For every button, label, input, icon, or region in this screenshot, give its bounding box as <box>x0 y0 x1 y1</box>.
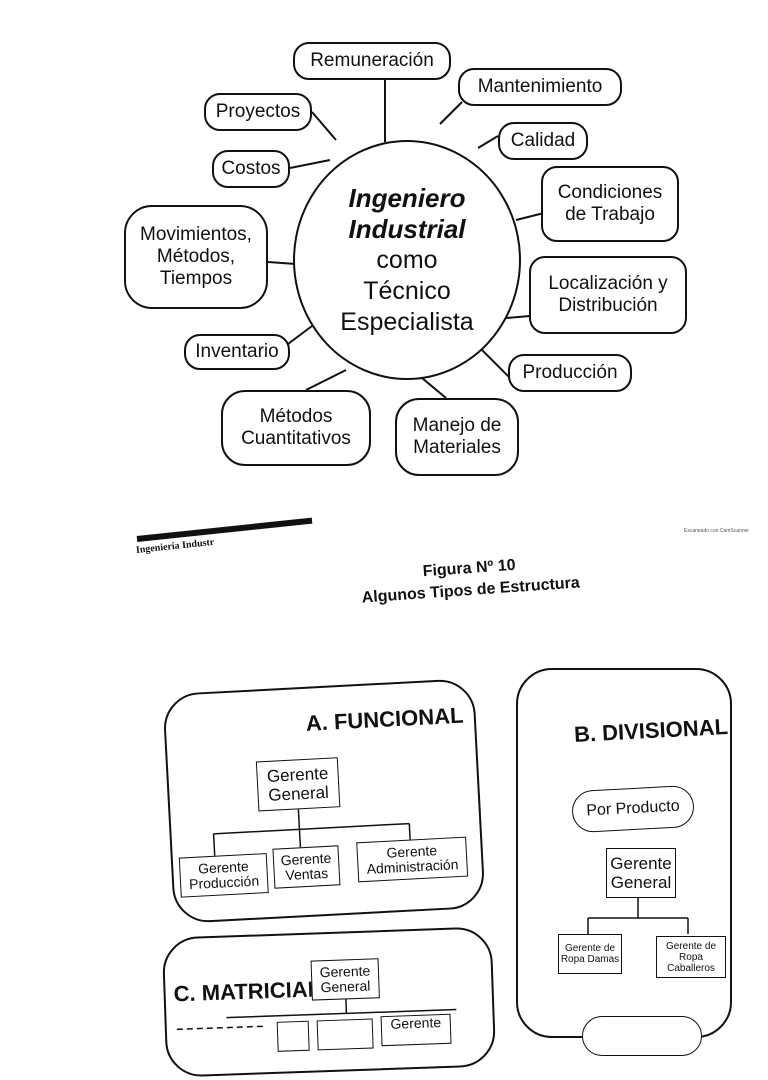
node-label: Inventario <box>195 341 278 363</box>
node-label-line: Métodos <box>260 406 333 428</box>
node-localizacion: Localización y Distribución <box>529 256 687 334</box>
node-label-line: Movimientos, <box>140 224 252 246</box>
panel-funcional: A. FUNCIONAL Gerente General Gerente Pro… <box>162 678 486 924</box>
node-costos: Costos <box>212 150 290 188</box>
central-concept: Ingeniero Industrial como Técnico Especi… <box>293 140 521 380</box>
divisional-gerente-general: Gerente General <box>606 848 676 898</box>
node-label-line: Localización y <box>548 273 667 295</box>
funcional-gerente-administracion: Gerente Administración <box>356 837 468 883</box>
mindmap-page: Ingeniero Industrial como Técnico Especi… <box>0 0 768 500</box>
scanner-watermark: Escaneado con CamScanner <box>684 528 749 534</box>
funcional-gerente-general: Gerente General <box>256 757 341 811</box>
node-proyectos: Proyectos <box>204 93 312 131</box>
node-calidad: Calidad <box>498 122 588 160</box>
box-label: Gerente de <box>666 941 716 952</box>
node-remuneracion: Remuneración <box>293 42 451 80</box>
box-label: Administración <box>366 857 458 877</box>
node-label: Mantenimiento <box>478 76 603 98</box>
box-label: Ropa Caballeros <box>657 952 725 974</box>
box-label: Gerente de <box>565 943 615 954</box>
center-line-5: Especialista <box>340 307 473 338</box>
node-label-line: Condiciones <box>558 182 663 204</box>
box-label: General <box>268 783 329 805</box>
page-separator <box>0 500 768 528</box>
center-line-1: Ingeniero <box>348 183 465 214</box>
matricial-connectors <box>164 928 499 1079</box>
node-movimientos: Movimientos, Métodos, Tiempos <box>124 205 268 309</box>
node-label-line: Métodos, <box>157 246 235 268</box>
pill-label: Por Producto <box>586 798 680 821</box>
matricial-partial-box <box>277 1021 310 1052</box>
node-label-line: Tiempos <box>160 268 232 290</box>
box-label: Gerente <box>610 854 671 873</box>
divisional-gerente-ropa-damas: Gerente de Ropa Damas <box>558 934 622 974</box>
matricial-partial-box <box>317 1018 374 1050</box>
node-label-line: Distribución <box>558 295 657 317</box>
divisional-por-producto: Por Producto <box>571 785 695 833</box>
box-label: Producción <box>189 874 260 893</box>
matricial-partial-box: Gerente <box>381 1014 452 1046</box>
box-label: Ropa Damas <box>561 954 619 965</box>
figure-title: Figura Nº 10 Algunos Tipos de Estructura <box>299 546 641 614</box>
divisional-gerente-ropa-caballeros: Gerente de Ropa Caballeros <box>656 936 726 978</box>
center-line-4: Técnico <box>363 276 451 307</box>
node-metodos-cuantitativos: Métodos Cuantitativos <box>221 390 371 466</box>
funcional-gerente-produccion: Gerente Producción <box>179 853 269 898</box>
center-line-3: como <box>376 245 437 276</box>
funcional-gerente-ventas: Gerente Ventas <box>272 845 340 888</box>
divisional-partial-pill <box>582 1016 702 1056</box>
node-label-line: Cuantitativos <box>241 428 351 450</box>
center-line-2: Industrial <box>348 214 465 245</box>
box-label: Gerente <box>390 1015 441 1032</box>
node-condiciones: Condiciones de Trabajo <box>541 166 679 242</box>
node-label: Costos <box>221 158 280 180</box>
box-label: Ventas <box>285 866 329 883</box>
box-label: General <box>611 873 671 892</box>
node-inventario: Inventario <box>184 334 290 370</box>
node-manejo-materiales: Manejo de Materiales <box>395 398 519 476</box>
node-label: Calidad <box>511 130 575 152</box>
node-label-line: Manejo de <box>413 415 502 437</box>
figure-page: Ingeniería Industr Escaneado con CamScan… <box>0 528 768 1024</box>
node-label: Proyectos <box>216 101 300 123</box>
node-label: Remuneración <box>310 50 434 72</box>
node-mantenimiento: Mantenimiento <box>458 68 622 106</box>
node-label: Producción <box>522 362 617 384</box>
node-produccion: Producción <box>508 354 632 392</box>
node-label-line: Materiales <box>413 437 501 459</box>
panel-matricial: C. MATRICIAL Gerente General Gerente <box>162 926 497 1077</box>
panel-divisional: B. DIVISIONAL Por Producto Gerente Gener… <box>516 668 732 1038</box>
node-label-line: de Trabajo <box>565 204 655 226</box>
